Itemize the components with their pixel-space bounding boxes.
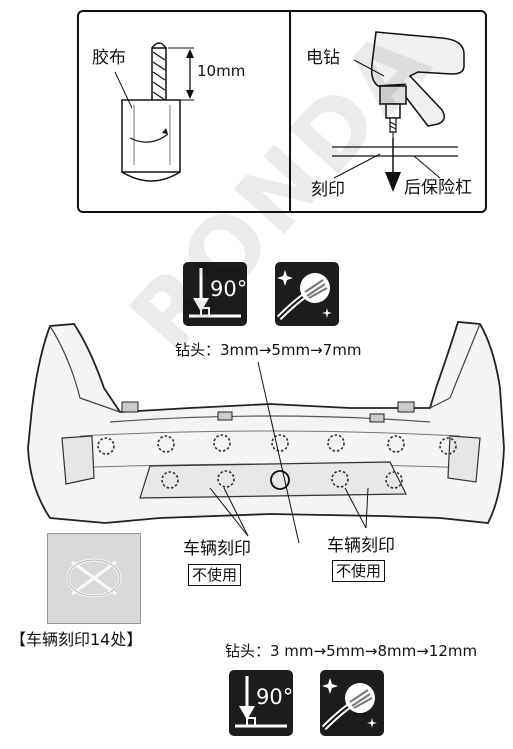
inset-caption: 【车辆刻印14处】 — [10, 630, 143, 649]
drill-figure — [332, 31, 465, 192]
deburr-icon-lower — [320, 670, 384, 736]
depth-label: 10mm — [197, 62, 246, 80]
deburr-icon — [275, 262, 339, 326]
vehicle-mark-title-right: 车辆刻印 — [327, 536, 395, 556]
vehicle-mark-title-left: 车辆刻印 — [183, 539, 251, 559]
drill-label: 电钻 — [306, 48, 340, 68]
instruction-panel — [77, 10, 487, 213]
panel-divider — [289, 11, 291, 212]
mark-label: 刻印 — [311, 180, 345, 200]
not-used-note-left: 不使用 — [188, 564, 242, 586]
not-used-note-right: 不使用 — [332, 560, 386, 582]
rear-bumper-label: 后保险杠 — [404, 178, 472, 198]
angle-90-icon-lower: 90° — [229, 670, 293, 736]
tape-label: 胶布 — [92, 48, 126, 68]
upper-drill-sequence: 钻头：3mm→5mm→7mm — [175, 341, 362, 359]
angle-value-lower: 90° — [256, 685, 293, 709]
lower-drill-sequence: 钻头：3 mm→5mm→8mm→12mm — [225, 642, 478, 660]
angle-90-icon: 90° — [183, 262, 247, 326]
tape-depth-figure — [114, 42, 194, 182]
rear-bumper-figure — [27, 321, 505, 543]
vehicle-mark-inset — [47, 533, 141, 624]
angle-value: 90° — [210, 277, 247, 301]
